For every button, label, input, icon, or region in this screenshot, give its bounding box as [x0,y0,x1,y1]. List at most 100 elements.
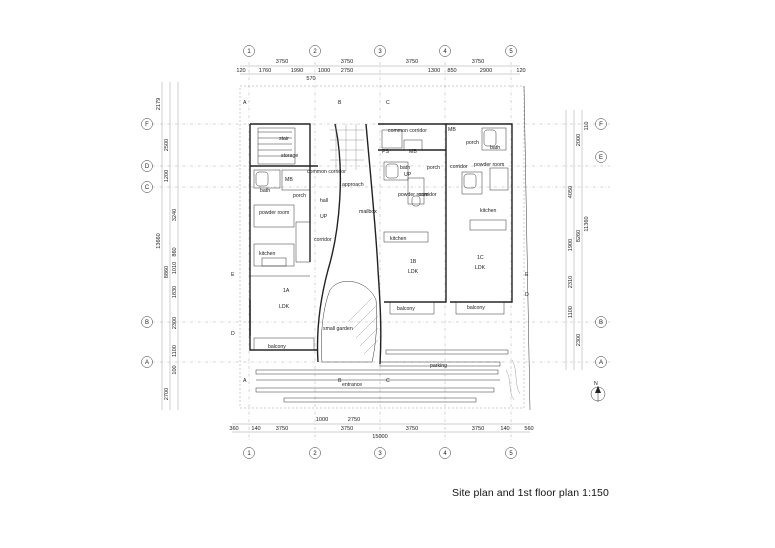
room-stair: stair [279,136,289,142]
unit-label-1c: 1C [477,255,484,261]
room-small-garden: small garden [323,326,353,332]
drawing-caption: Site plan and 1st floor plan 1:150 [452,487,609,499]
north-label: N [594,381,598,387]
svg-text:100: 100 [172,365,178,374]
svg-text:C: C [386,100,390,106]
svg-text:B: B [145,320,149,326]
svg-text:F: F [599,122,603,128]
svg-text:13660: 13660 [156,233,162,249]
unit-ldk-1a: LDK [279,304,290,310]
svg-text:B: B [338,100,342,106]
svg-text:2179: 2179 [156,98,162,110]
svg-text:1760: 1760 [259,68,271,74]
room-porch-a: porch [293,193,306,199]
svg-text:1010: 1010 [172,262,178,274]
north-arrow-icon: N [590,381,606,402]
svg-text:570: 570 [306,76,315,82]
svg-text:2: 2 [313,451,317,457]
svg-text:2500: 2500 [164,139,170,151]
room-common-corridor-a: common corridor [307,169,346,175]
parking-area: parking entrance [255,349,521,403]
svg-text:8260: 8260 [576,230,582,242]
grid-lines [152,62,610,442]
svg-text:8860: 8860 [164,266,170,278]
room-powder-room-a: powder room [259,210,289,216]
svg-text:1100: 1100 [568,306,574,318]
svg-text:140: 140 [500,426,509,432]
room-porch-b: porch [427,165,440,171]
right-dimensions: 110 2000 4050 1900 2310 1100 2300 11360 … [565,110,590,370]
svg-text:2000: 2000 [576,134,582,146]
svg-text:1100: 1100 [172,345,178,357]
room-mb-c: MB [448,127,456,133]
svg-text:E: E [231,272,235,278]
approach-area: approach mailbox small garden [316,123,382,365]
unit-1b: common corridor PS MB bath porch powder … [378,123,447,315]
room-storage: storage [281,153,298,159]
room-ps: PS [382,149,389,155]
svg-text:1900: 1900 [568,239,574,251]
unit-1a: stair storage bath MB common corridor po… [249,123,346,351]
svg-text:C: C [386,378,390,384]
svg-text:560: 560 [524,426,533,432]
svg-text:3750: 3750 [341,59,353,65]
room-mb-a: MB [285,177,293,183]
svg-text:2900: 2900 [480,68,492,74]
svg-text:2310: 2310 [568,276,574,288]
svg-text:860: 860 [172,247,178,256]
svg-text:C: C [145,185,150,191]
svg-text:D: D [145,164,150,170]
svg-text:15000: 15000 [372,434,388,440]
room-balcony-a: balcony [268,344,286,350]
room-corridor-c: corridor [450,164,468,170]
svg-text:1: 1 [247,451,251,457]
room-kitchen-c: kitchen [480,208,497,214]
grid-col-3: 3 [378,49,382,55]
bottom-dimensions: 1000 2750 360 140 3750 3750 3750 3750 14… [229,417,533,440]
room-hall: hall [320,198,328,204]
svg-text:E: E [599,155,603,161]
svg-text:110: 110 [584,122,590,131]
svg-text:2300: 2300 [576,334,582,346]
unit-label-1b: 1B [410,259,417,265]
svg-text:3750: 3750 [472,59,484,65]
room-up-b: UP [404,172,412,178]
svg-text:4: 4 [443,451,447,457]
unit-ldk-1b: LDK [408,269,419,275]
unit-1c: MB porch bath corridor powder room kitch… [446,123,513,315]
svg-text:360: 360 [229,426,238,432]
svg-text:120: 120 [516,68,525,74]
svg-text:3240: 3240 [172,209,178,221]
room-porch-c: porch [466,140,479,146]
svg-text:3750: 3750 [276,59,288,65]
svg-text:1300: 1300 [428,68,440,74]
left-dimensions: 2179 2500 1200 3240 860 1010 1830 2300 1… [156,82,179,410]
site-boundary [239,85,531,411]
top-dimensions: 3750 3750 3750 3750 120 1760 1990 1000 2… [236,59,525,82]
room-corridor-a: corridor [314,237,332,243]
svg-text:E: E [525,272,529,278]
grid-bubbles-right: F E B A [595,118,607,368]
grid-bubbles-bottom: 1 2 3 4 5 [243,447,517,459]
room-mailbox: mailbox [359,209,377,215]
svg-text:5: 5 [509,451,513,457]
room-bath-c: bath [490,145,500,151]
room-kitchen-a: kitchen [259,251,276,257]
room-kitchen-b: kitchen [390,236,407,242]
svg-text:B: B [599,320,603,326]
grid-col-1: 1 [247,49,251,55]
room-mb-b: MB [409,149,417,155]
svg-text:3: 3 [378,451,382,457]
room-balcony-c: balcony [467,305,485,311]
svg-text:A: A [599,360,603,366]
svg-text:A: A [243,100,247,106]
svg-text:2700: 2700 [164,388,170,400]
svg-text:3750: 3750 [472,426,484,432]
room-common-corridor-b: common corridor [388,128,427,134]
grid-col-5: 5 [509,49,513,55]
svg-text:120: 120 [236,68,245,74]
room-up-a: UP [320,214,328,220]
svg-text:2300: 2300 [172,317,178,329]
svg-text:3750: 3750 [406,426,418,432]
